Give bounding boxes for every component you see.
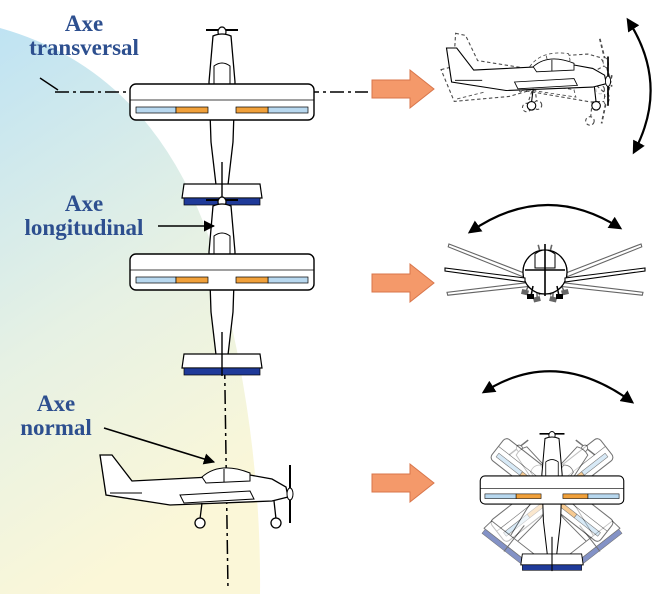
curved-double-arrow-icon xyxy=(626,17,652,155)
label-axe-normal: Axe normal xyxy=(6,392,106,440)
label-axe-transversal: Axe transversal xyxy=(14,12,154,60)
transversal-pointer xyxy=(39,77,59,91)
normal-axis-line xyxy=(221,189,229,591)
curved-double-arrow-icon xyxy=(467,203,623,234)
right-arrow-icon xyxy=(371,462,435,504)
normal-pointer xyxy=(103,427,216,465)
yaw-rotation-illustration xyxy=(448,370,656,595)
right-arrow-icon xyxy=(371,68,435,110)
label-longitudinal-line2: longitudinal xyxy=(24,215,144,240)
right-arrow-icon xyxy=(371,262,435,304)
curved-double-arrow-icon xyxy=(481,370,635,404)
roll-rotation-illustration xyxy=(440,203,650,324)
pitch-rotation-illustration xyxy=(440,17,652,155)
background-shape xyxy=(0,28,261,594)
label-longitudinal-line1: Axe xyxy=(64,191,104,216)
label-transversal-line2: transversal xyxy=(29,35,139,60)
label-transversal-line1: Axe xyxy=(64,11,104,36)
label-normal-line1: Axe xyxy=(36,391,76,416)
label-axe-longitudinal: Axe longitudinal xyxy=(10,192,158,240)
label-normal-line2: normal xyxy=(20,415,92,440)
